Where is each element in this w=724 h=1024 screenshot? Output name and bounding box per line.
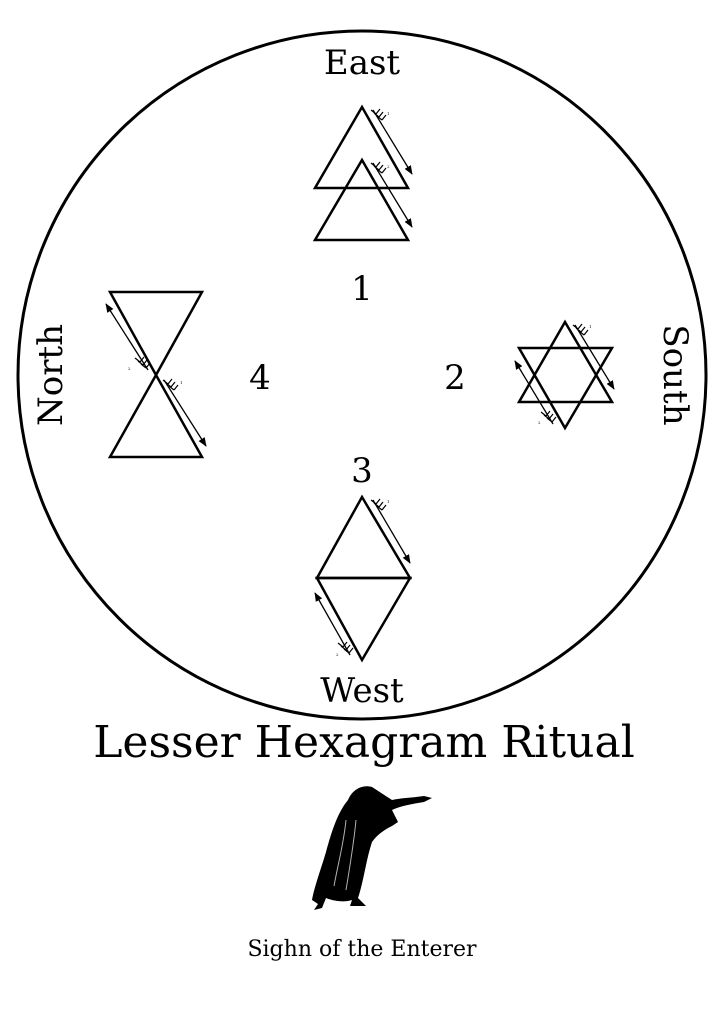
arrow-label: 2 xyxy=(336,652,339,657)
ritual-circle xyxy=(16,29,708,721)
arrow-label: 2 xyxy=(538,420,541,425)
arrow-label: 2 xyxy=(387,164,390,169)
east-hexagram: 1 2 xyxy=(312,104,413,242)
enterer-figure-illustration xyxy=(312,786,432,910)
arrow-label: 1 xyxy=(589,324,592,329)
west-hexagram: 1 2 xyxy=(314,494,413,663)
label-north: North xyxy=(31,324,71,426)
south-hexagram: 1 2 xyxy=(514,319,615,431)
label-east: East xyxy=(324,43,401,83)
step-2: 2 xyxy=(444,358,466,398)
arrow-label: 1 xyxy=(387,111,390,116)
diagram-title: Lesser Hexagram Ritual xyxy=(93,717,635,768)
step-1: 1 xyxy=(351,269,373,309)
step-3: 3 xyxy=(351,451,373,491)
figure-caption: Sighn of the Enterer xyxy=(247,937,477,962)
label-south: South xyxy=(655,324,695,425)
north-hexagram: 2 1 xyxy=(105,290,207,459)
step-4: 4 xyxy=(249,358,271,398)
arrow-label: 1 xyxy=(387,499,390,504)
label-west: West xyxy=(320,671,404,711)
arrow-label: 2 xyxy=(128,366,131,371)
arrow-label: 1 xyxy=(180,380,183,385)
